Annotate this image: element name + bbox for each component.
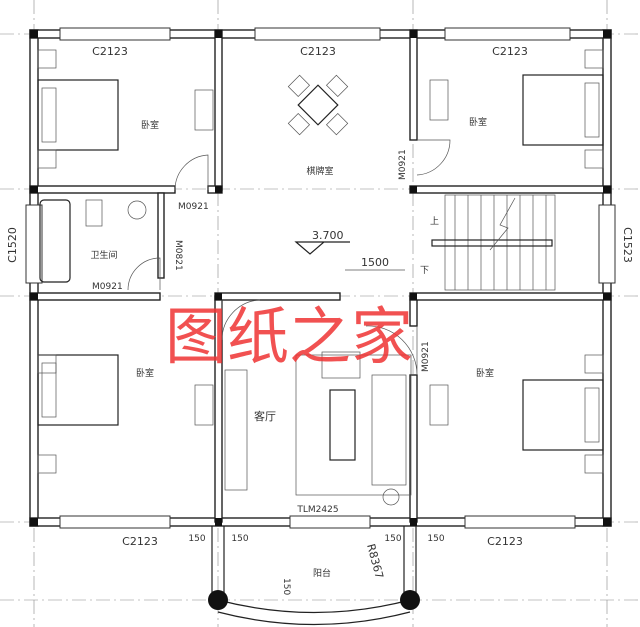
- room-label: 客厅: [254, 409, 276, 423]
- dimension-label: 150: [427, 534, 444, 544]
- room-label: 卧室: [469, 116, 487, 128]
- window-label: C2123: [300, 45, 336, 58]
- door-label: M0821: [173, 240, 183, 271]
- dimension-label: 1500: [361, 256, 389, 269]
- elevation-label: 3.700: [312, 229, 344, 242]
- room-label: 阳台: [313, 567, 331, 579]
- window-label: C2123: [487, 535, 523, 548]
- elevation-marker-icon: [294, 241, 350, 255]
- room-label: 棋牌室: [306, 165, 333, 177]
- door-label: M0921: [421, 341, 431, 372]
- staircase[interactable]: [431, 194, 556, 291]
- watermark: 图纸之家: [165, 300, 413, 373]
- window-label: C2123: [492, 45, 528, 58]
- door-label: TLM2425: [296, 505, 338, 515]
- door-label: M0921: [398, 149, 408, 180]
- dimension-label: 150: [384, 534, 401, 544]
- walls: [25, 27, 616, 529]
- balcony: [208, 526, 420, 626]
- dimension-label: 150: [231, 534, 248, 544]
- doors: [127, 139, 451, 376]
- room-label: 卧室: [476, 367, 494, 379]
- room-label: 卫生间: [90, 249, 117, 261]
- stair-up-label: 上: [430, 216, 439, 227]
- door-label: M0921: [178, 202, 209, 212]
- door-label: M0921: [92, 282, 123, 292]
- stair-down-label: 下: [420, 266, 429, 276]
- room-label: 卧室: [141, 119, 159, 131]
- window-label: C1523: [621, 227, 634, 263]
- dimension-label: 150: [281, 578, 291, 595]
- window-label: C1520: [6, 227, 19, 263]
- radius-label: R8367: [364, 542, 386, 580]
- furniture: [37, 49, 604, 506]
- dimension-label: 150: [188, 534, 205, 544]
- window-label: C2123: [92, 45, 128, 58]
- room-label: 卧室: [136, 367, 154, 379]
- window-label: C2123: [122, 535, 158, 548]
